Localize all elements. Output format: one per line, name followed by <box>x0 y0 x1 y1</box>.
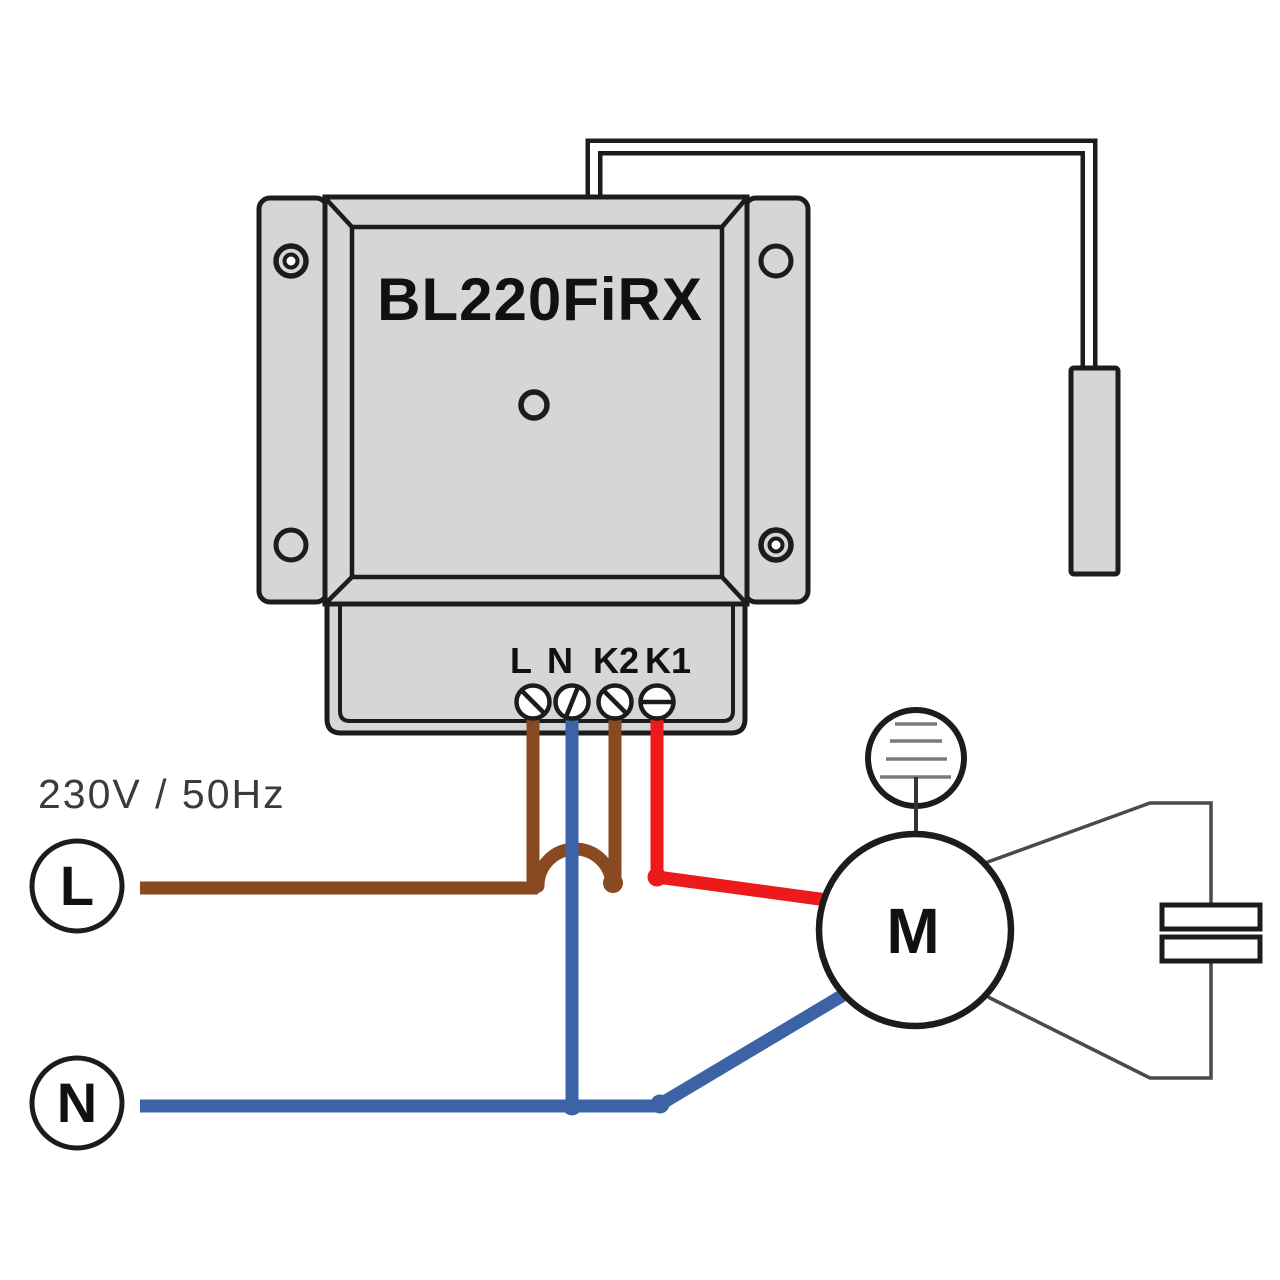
neutral-junction-dot-2 <box>650 1094 670 1114</box>
neutral-junction-dot-1 <box>562 1096 582 1116</box>
capacitor-plate-top <box>1159 902 1263 932</box>
terminal-screw-l <box>514 683 552 721</box>
antenna <box>585 138 1121 577</box>
capacitor-plate-bottom <box>1159 934 1263 964</box>
terminal-label-k2: K2 <box>593 640 639 681</box>
thermal-protector-lines <box>880 722 951 779</box>
live-input-terminal: L <box>29 838 125 934</box>
neutral-wire-to-motor <box>655 988 849 1111</box>
box-front-panel <box>349 224 725 580</box>
motor-label: M <box>886 895 939 967</box>
capacitor-circuit <box>984 801 1263 1080</box>
motor-cap-line-bottom <box>987 962 1213 1080</box>
mounting-hole-top-right <box>758 243 794 279</box>
mounting-screw-top-left <box>273 243 309 279</box>
motor-cap-line-top <box>984 801 1213 905</box>
wiring <box>140 704 849 1116</box>
terminal-block: L N K2 K1 <box>510 640 691 721</box>
terminal-label-n: N <box>547 640 573 681</box>
motor: M <box>815 830 1015 1030</box>
thermal-protector <box>865 707 967 840</box>
mounting-hole-bottom-left <box>273 527 309 563</box>
antenna-stub <box>1068 365 1121 577</box>
live-input-label: L <box>60 854 94 917</box>
terminal-label-k1: K1 <box>645 640 691 681</box>
neutral-input-terminal: N <box>29 1055 125 1151</box>
motor-circle <box>815 830 1015 1030</box>
k2-junction-dot <box>603 873 623 893</box>
k1-corner-dot <box>647 867 667 887</box>
device-title: BL220FiRX <box>377 266 703 333</box>
terminal-screw-n <box>553 683 591 721</box>
terminal-label-l: L <box>510 640 532 681</box>
receiver-box <box>256 194 811 607</box>
indicator-hole <box>518 389 550 421</box>
terminal-screw-k2 <box>596 683 634 721</box>
terminal-screw-k1 <box>638 683 676 721</box>
mounting-screw-bottom-right <box>758 527 794 563</box>
neutral-input-label: N <box>57 1071 97 1134</box>
panel-bevel-lines <box>325 198 747 604</box>
supply-rating-label: 230V / 50Hz <box>38 771 286 817</box>
antenna-wire-core <box>590 143 1093 372</box>
